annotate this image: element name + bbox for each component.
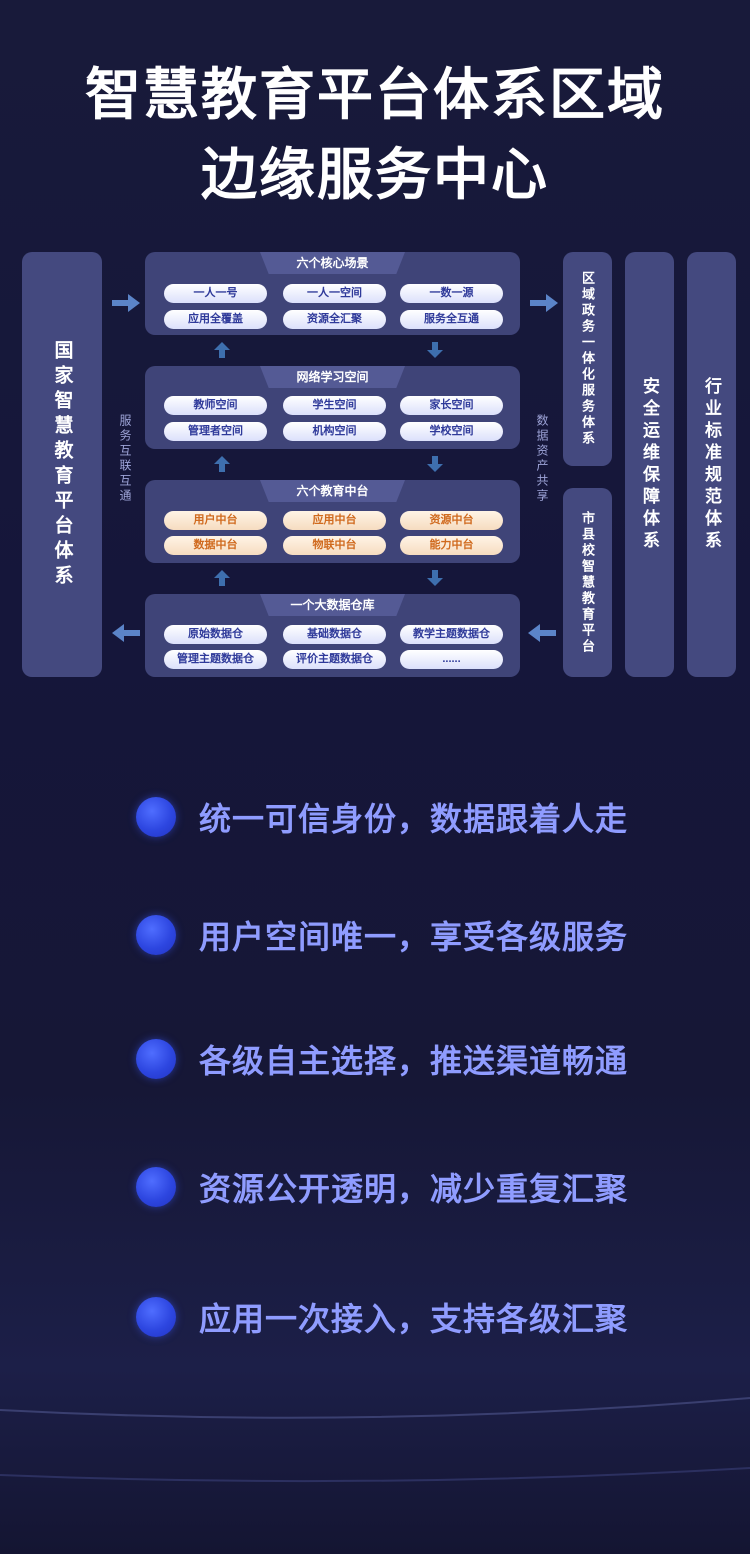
industry-standard-label: 行业标准规范体系 <box>702 376 721 553</box>
bullet-dot-icon <box>136 1039 176 1079</box>
block-education-middle-platform: 六个教育中台 用户中台 应用中台 资源中台 数据中台 物联中台 能力中台 <box>145 480 520 563</box>
block-learning-space: 网络学习空间 教师空间 学生空间 家长空间 管理者空间 机构空间 学校空间 <box>145 366 520 449</box>
service-interconnect-label: 服务互联互通 <box>118 414 132 504</box>
warehouse-item: 教学主题数据仓 <box>400 625 503 644</box>
national-platform-label: 国家智慧教育平台体系 <box>51 339 73 590</box>
arrow-up-icon <box>214 342 230 358</box>
platform-item: 应用中台 <box>283 511 386 530</box>
regional-gov-service-label: 区域政务一体化服务体系 <box>580 271 595 447</box>
platform-item: 物联中台 <box>283 536 386 555</box>
block-title: 一个大数据仓库 <box>260 594 405 616</box>
platform-item: 能力中台 <box>400 536 503 555</box>
platform-item: 用户中台 <box>164 511 267 530</box>
arrow-right-icon <box>112 294 140 312</box>
city-school-platform-column: 市县校智慧教育平台 <box>563 488 612 677</box>
warehouse-item: ...... <box>400 650 503 669</box>
arrow-up-icon <box>214 570 230 586</box>
block-title: 网络学习空间 <box>260 366 405 388</box>
feature-item: 各级自主选择，推送渠道畅通 <box>136 1038 628 1080</box>
arrow-left-icon <box>528 624 556 642</box>
scene-item: 一人一空间 <box>283 284 386 303</box>
platform-item: 资源中台 <box>400 511 503 530</box>
feature-text: 资源公开透明，减少重复汇聚 <box>199 1171 629 1207</box>
feature-text: 用户空间唯一，享受各级服务 <box>199 919 629 955</box>
feature-text: 应用一次接入，支持各级汇聚 <box>199 1301 629 1337</box>
space-item: 教师空间 <box>164 396 267 415</box>
bullet-dot-icon <box>136 1167 176 1207</box>
bullet-dot-icon <box>136 797 176 837</box>
scene-item: 应用全覆盖 <box>164 310 267 329</box>
data-asset-share-label: 数据资产共享 <box>535 414 549 504</box>
decorative-curve <box>0 1397 750 1483</box>
block-core-scenes: 六个核心场景 一人一号 一人一空间 一数一源 应用全覆盖 资源全汇聚 服务全互通 <box>145 252 520 335</box>
security-ops-label: 安全运维保障体系 <box>640 376 659 553</box>
space-item: 学校空间 <box>400 422 503 441</box>
regional-gov-service-column: 区域政务一体化服务体系 <box>563 252 612 466</box>
scene-item: 资源全汇聚 <box>283 310 386 329</box>
arrow-right-icon <box>530 294 558 312</box>
block-title: 六个教育中台 <box>260 480 405 502</box>
arrow-down-icon <box>427 570 443 586</box>
warehouse-item: 原始数据仓 <box>164 625 267 644</box>
feature-item: 用户空间唯一，享受各级服务 <box>136 914 628 956</box>
space-item: 机构空间 <box>283 422 386 441</box>
arrow-down-icon <box>427 456 443 472</box>
block-big-data-warehouse: 一个大数据仓库 原始数据仓 基础数据仓 教学主题数据仓 管理主题数据仓 评价主题… <box>145 594 520 677</box>
block-title: 六个核心场景 <box>260 252 405 274</box>
page-title-line2: 边缘服务中心 <box>201 143 549 206</box>
arrow-up-icon <box>214 456 230 472</box>
warehouse-item: 基础数据仓 <box>283 625 386 644</box>
feature-item: 应用一次接入，支持各级汇聚 <box>136 1296 628 1338</box>
arrow-left-icon <box>112 624 140 642</box>
industry-standard-column: 行业标准规范体系 <box>687 252 736 677</box>
security-ops-column: 安全运维保障体系 <box>625 252 674 677</box>
warehouse-item: 管理主题数据仓 <box>164 650 267 669</box>
page-title-line1: 智慧教育平台体系区域 <box>85 63 665 126</box>
warehouse-item: 评价主题数据仓 <box>283 650 386 669</box>
scene-item: 一人一号 <box>164 284 267 303</box>
feature-text: 统一可信身份，数据跟着人走 <box>199 801 629 837</box>
feature-item: 资源公开透明，减少重复汇聚 <box>136 1166 628 1208</box>
scene-item: 一数一源 <box>400 284 503 303</box>
feature-item: 统一可信身份，数据跟着人走 <box>136 796 628 838</box>
space-item: 管理者空间 <box>164 422 267 441</box>
city-school-platform-label: 市县校智慧教育平台 <box>580 510 595 655</box>
feature-text: 各级自主选择，推送渠道畅通 <box>199 1043 629 1079</box>
bullet-dot-icon <box>136 1297 176 1337</box>
space-item: 学生空间 <box>283 396 386 415</box>
space-item: 家长空间 <box>400 396 503 415</box>
arrow-down-icon <box>427 342 443 358</box>
national-platform-column: 国家智慧教育平台体系 <box>22 252 102 677</box>
bullet-dot-icon <box>136 915 176 955</box>
scene-item: 服务全互通 <box>400 310 503 329</box>
platform-item: 数据中台 <box>164 536 267 555</box>
